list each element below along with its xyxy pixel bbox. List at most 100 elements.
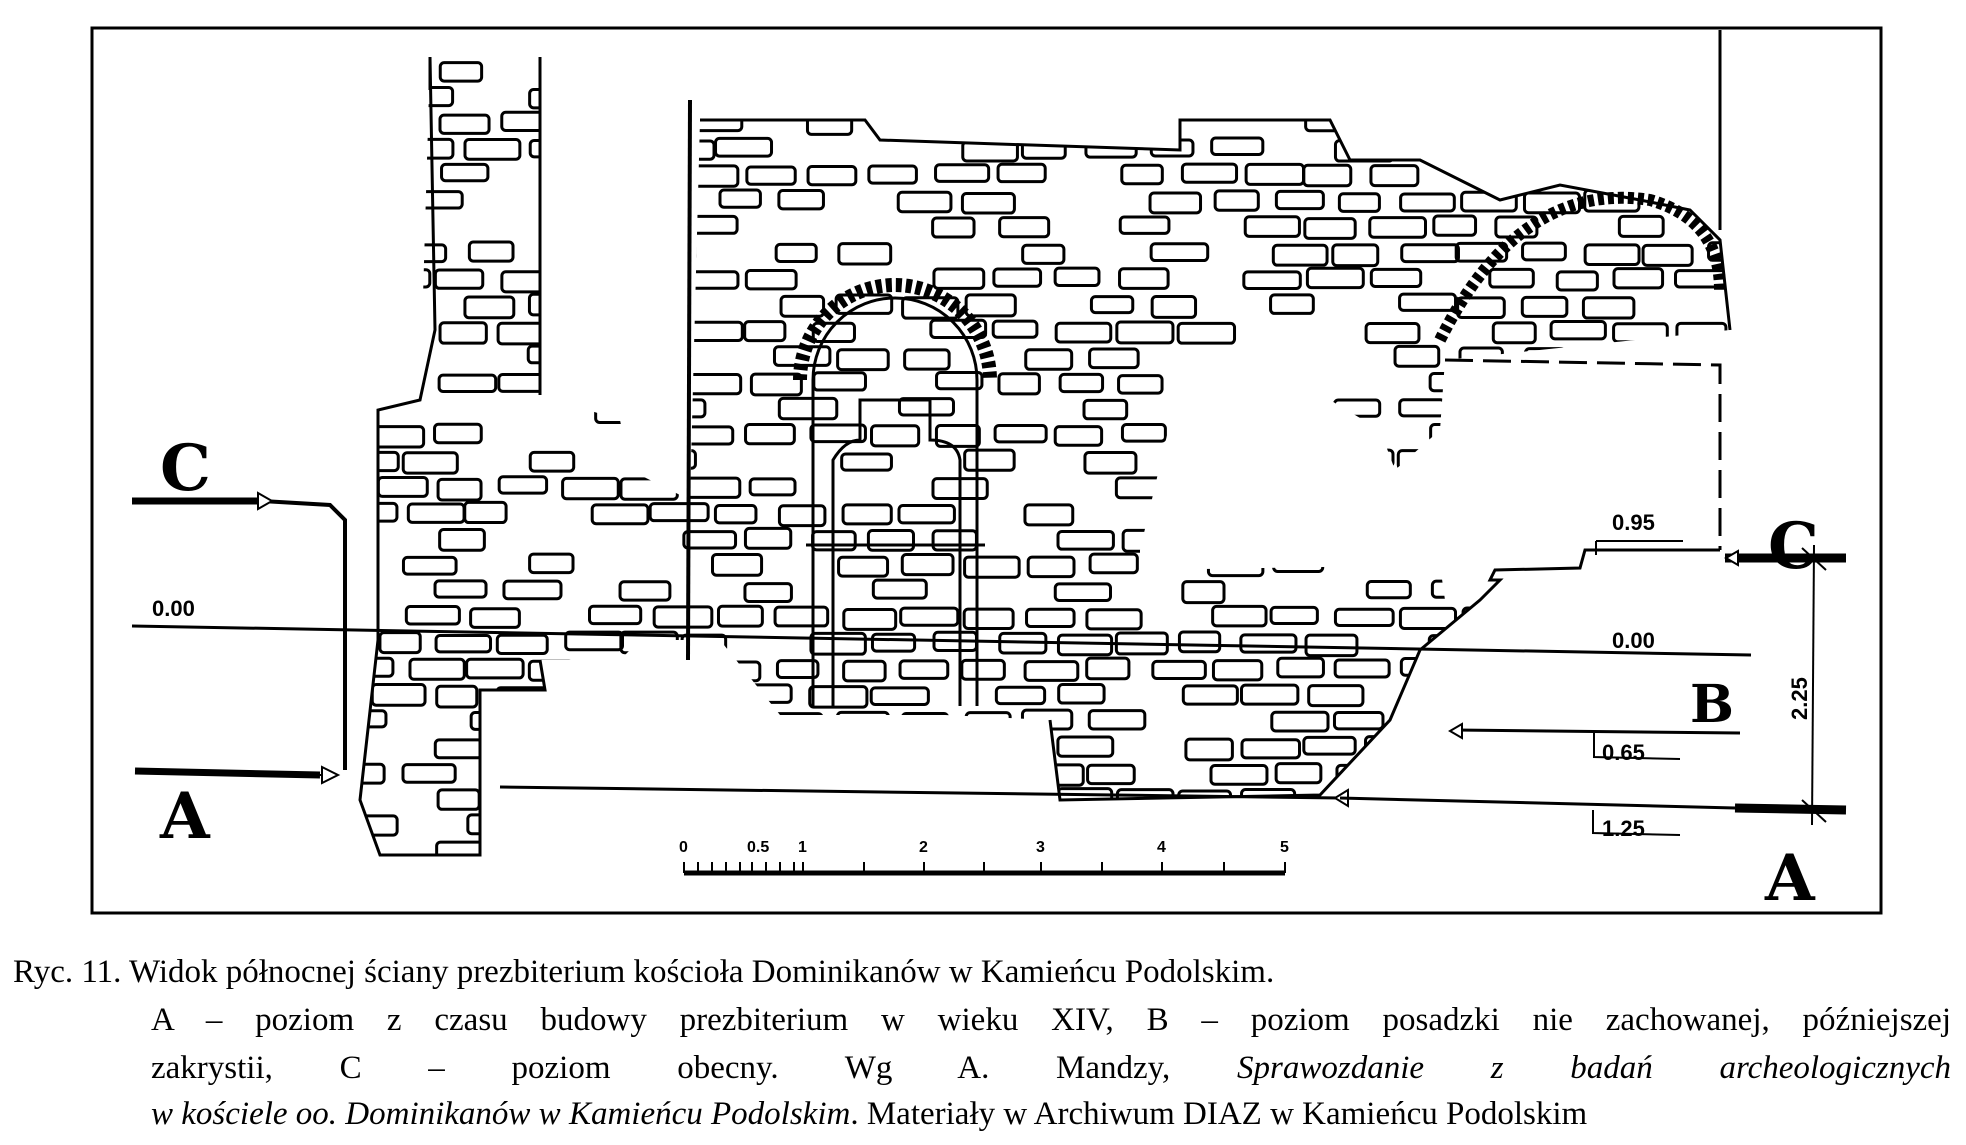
- brick: [715, 712, 775, 733]
- brick: [775, 659, 820, 680]
- brick: [360, 450, 400, 473]
- brick: [1120, 423, 1167, 443]
- brick: [528, 138, 579, 159]
- brick: [1087, 709, 1147, 731]
- brick: [1581, 84, 1642, 108]
- brick: [1181, 59, 1229, 81]
- brick: [1552, 424, 1610, 446]
- wall-elevation-drawing: C A C A B 0.00 0.00 0.95 0.65 1.25 2.25 …: [90, 26, 1883, 916]
- brick: [651, 814, 707, 837]
- brick: [897, 503, 956, 525]
- brick: [1365, 580, 1412, 600]
- brick: [993, 423, 1048, 444]
- brick: [1677, 114, 1726, 136]
- brick: [401, 451, 459, 475]
- brick: [994, 685, 1047, 706]
- brick: [1581, 296, 1636, 320]
- brick: [1086, 763, 1136, 786]
- caption-title: Ryc. 11. Widok północnej ściany prezbite…: [13, 954, 1275, 990]
- brick: [469, 710, 515, 731]
- brick: [686, 839, 747, 855]
- brick: [589, 660, 638, 684]
- brick: [962, 607, 1015, 630]
- brick: [1520, 503, 1566, 528]
- brick: [1393, 344, 1441, 368]
- brick: [871, 578, 928, 600]
- brick: [1364, 112, 1408, 132]
- brick: [899, 606, 960, 627]
- brick: [842, 608, 898, 631]
- brick: [1271, 243, 1329, 267]
- brick: [682, 530, 738, 550]
- brick: [1520, 295, 1569, 318]
- brick: [1549, 320, 1607, 341]
- brick: [1397, 710, 1454, 735]
- brick: [1272, 815, 1326, 840]
- brick: [963, 555, 1021, 579]
- brick: [964, 711, 1012, 733]
- brick: [619, 163, 665, 185]
- brick: [711, 552, 764, 577]
- brick: [1615, 684, 1665, 709]
- brick: [744, 268, 798, 291]
- brick: [1209, 763, 1269, 786]
- brick: [963, 761, 1008, 784]
- brick: [835, 710, 890, 733]
- brick: [964, 293, 1017, 318]
- brick: [1398, 292, 1458, 312]
- brick: [934, 163, 991, 183]
- brick: [1459, 399, 1516, 420]
- brick: [748, 477, 797, 497]
- brick: [594, 400, 651, 425]
- brick: [837, 555, 890, 578]
- brick: [378, 631, 422, 655]
- brick: [1053, 582, 1112, 602]
- scale-label: 5: [1280, 839, 1289, 856]
- brick: [1331, 243, 1380, 268]
- brick: [528, 552, 575, 575]
- brick: [997, 372, 1041, 396]
- brick: [590, 503, 650, 526]
- brick: [1368, 529, 1416, 550]
- brick: [360, 656, 395, 678]
- brick: [1211, 448, 1257, 472]
- brick: [873, 112, 924, 137]
- brick: [1522, 762, 1580, 783]
- brick: [1491, 528, 1541, 549]
- brick: [1675, 321, 1728, 342]
- brick: [618, 580, 672, 602]
- brick: [749, 372, 803, 397]
- brick: [401, 763, 457, 784]
- caption-line-3: zakrystii, C – poziom obecny. Wg A. Mand…: [151, 1048, 1951, 1088]
- brick: [1274, 398, 1331, 419]
- brick: [360, 528, 372, 549]
- brick: [1023, 660, 1080, 682]
- brick: [360, 114, 368, 138]
- brick: [960, 192, 1016, 215]
- brick: [654, 710, 708, 732]
- brick: [1207, 86, 1258, 106]
- brick: [1488, 113, 1541, 134]
- brick: [806, 164, 858, 187]
- brick: [360, 58, 361, 81]
- brick: [1276, 656, 1325, 679]
- brick: [1399, 192, 1456, 213]
- brick: [1398, 398, 1446, 418]
- brick: [1272, 552, 1325, 574]
- brick: [774, 242, 818, 264]
- scale-label: 0: [679, 839, 688, 856]
- brick: [1177, 630, 1222, 654]
- brick: [1270, 710, 1330, 733]
- brick: [1090, 814, 1147, 839]
- brick: [688, 58, 740, 83]
- brick: [1274, 189, 1325, 211]
- brick: [870, 424, 921, 448]
- brick: [619, 477, 679, 501]
- brick: [836, 348, 890, 372]
- brick: [1302, 163, 1353, 188]
- brick: [869, 686, 930, 707]
- brick: [1056, 735, 1115, 758]
- brick: [496, 321, 553, 346]
- brick: [497, 373, 554, 393]
